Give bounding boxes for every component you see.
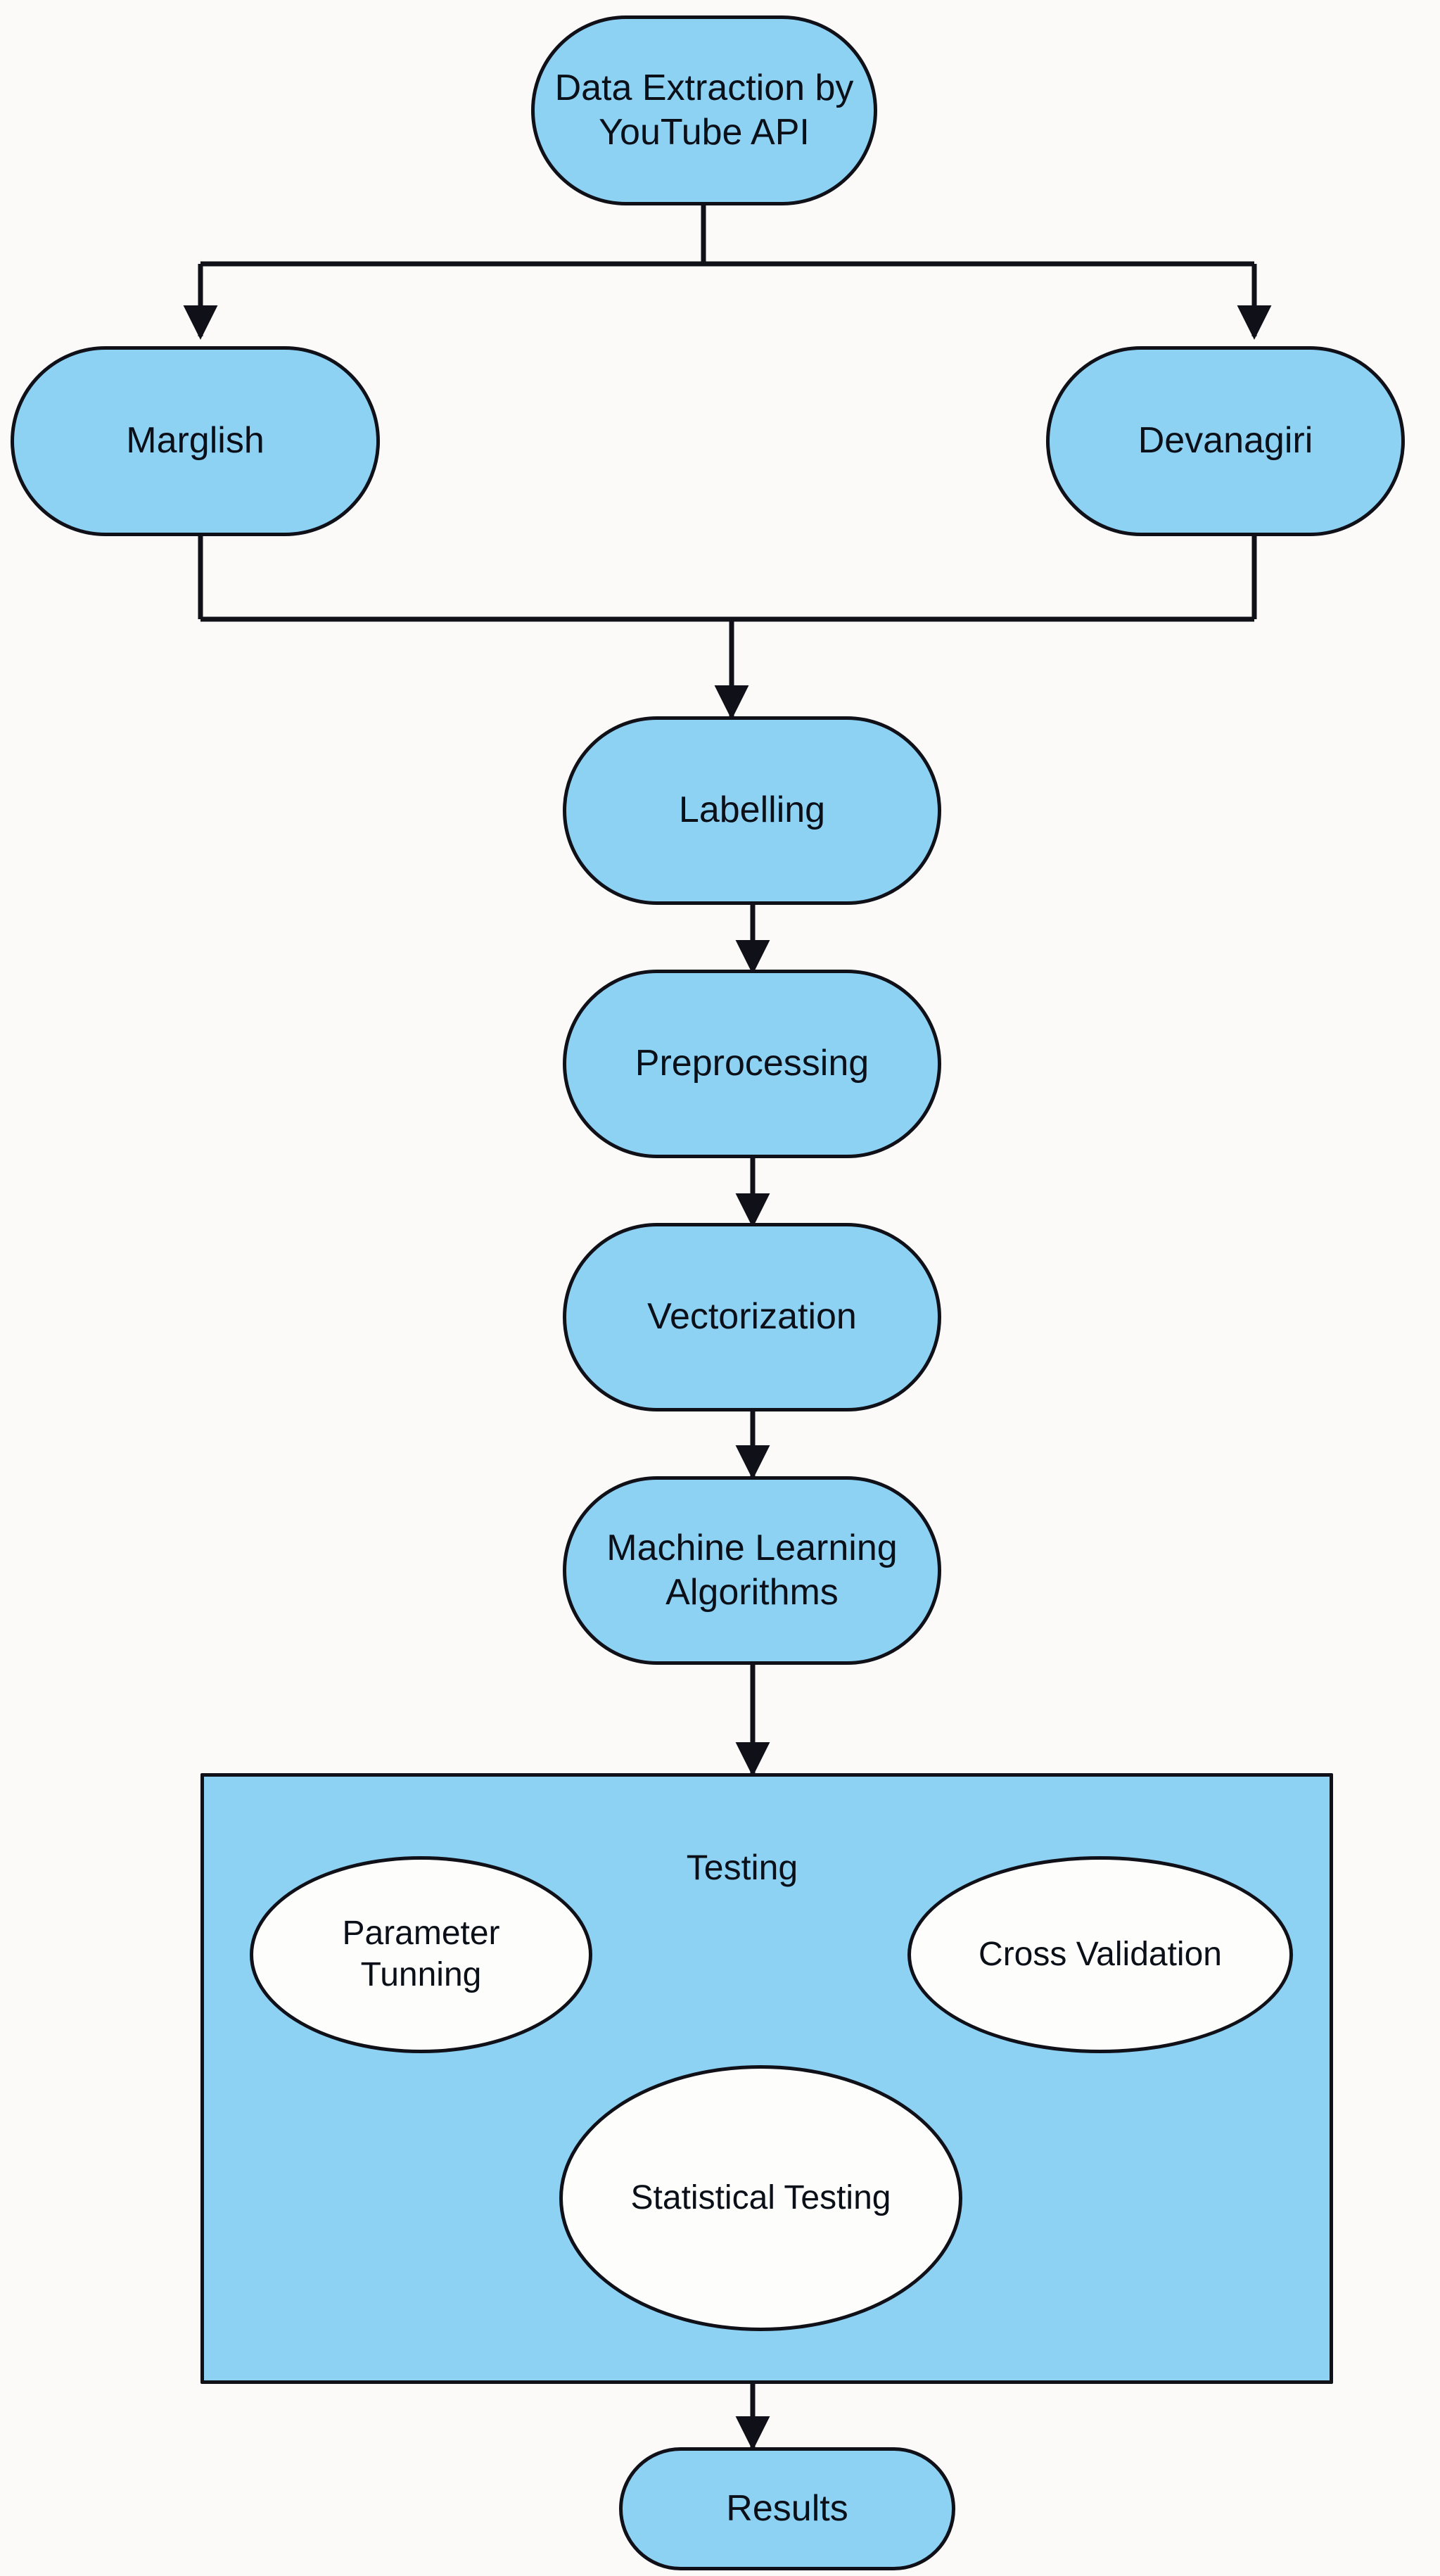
node-vectorization[interactable]: Vectorization xyxy=(563,1223,941,1411)
node-cross-validation[interactable]: Cross Validation xyxy=(907,1856,1293,2053)
node-devanagiri[interactable]: Devanagiri xyxy=(1046,346,1405,536)
testing-group-label: Testing xyxy=(686,1848,798,1887)
node-results[interactable]: Results xyxy=(619,2447,955,2570)
node-labelling[interactable]: Labelling xyxy=(563,716,941,905)
node-statistical-testing[interactable]: Statistical Testing xyxy=(559,2065,962,2331)
node-preprocessing[interactable]: Preprocessing xyxy=(563,970,941,1158)
node-parameter-tunning[interactable]: Parameter Tunning xyxy=(250,1856,592,2053)
node-data-extraction[interactable]: Data Extraction by YouTube API xyxy=(531,15,877,205)
node-machine-learning-algorithms[interactable]: Machine Learning Algorithms xyxy=(563,1476,941,1665)
node-marglish[interactable]: Marglish xyxy=(11,346,380,536)
